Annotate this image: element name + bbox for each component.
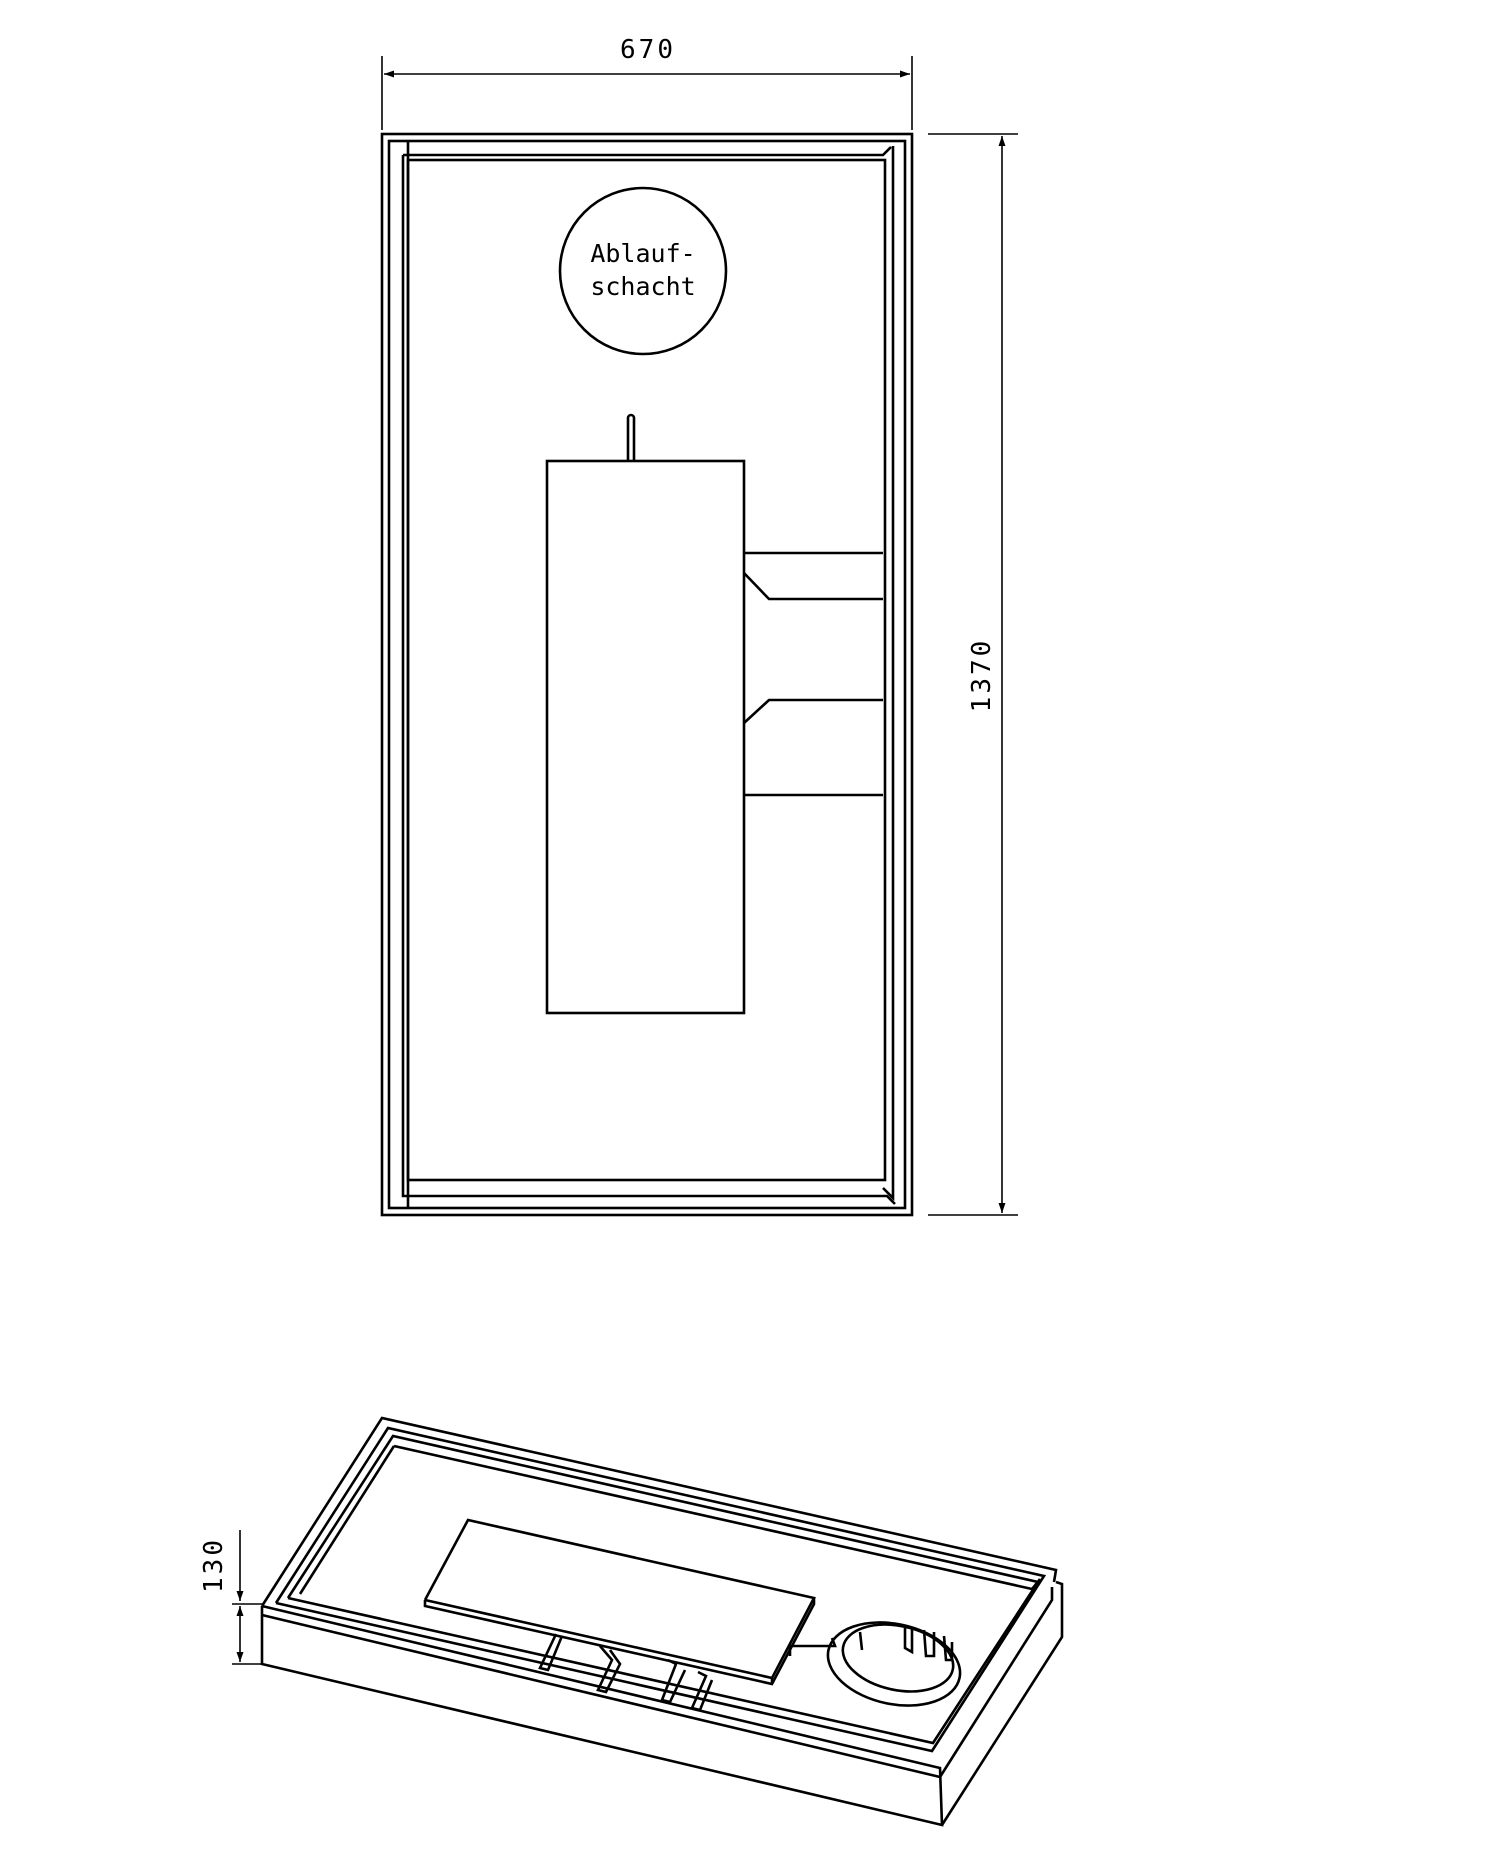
tray-frame (380, 132, 914, 1217)
tray-rim (274, 1426, 1047, 1753)
iso-view: 130 (199, 1416, 1064, 1827)
iso-drain-hole (826, 1621, 962, 1707)
top-view: 670 1370 Ablauf- schacht (380, 35, 1018, 1217)
iso-cover-plate (423, 1518, 837, 1686)
height-dimension-label: 1370 (967, 638, 997, 713)
drain-label-line2: schacht (590, 272, 695, 301)
depth-dimension-label: 130 (199, 1537, 229, 1593)
drain-shaft: Ablauf- schacht (558, 186, 728, 356)
tray-body (260, 1416, 1064, 1827)
cover-plate (545, 413, 746, 1015)
channel-ribs (743, 551, 883, 797)
height-dimension: 1370 (928, 133, 1018, 1216)
depth-dimension: 130 (199, 1530, 263, 1665)
width-dimension-label: 670 (620, 35, 676, 65)
iso-channel-ribs (538, 1633, 714, 1712)
width-dimension: 670 (381, 35, 913, 130)
drain-label-line1: Ablauf- (590, 239, 695, 268)
